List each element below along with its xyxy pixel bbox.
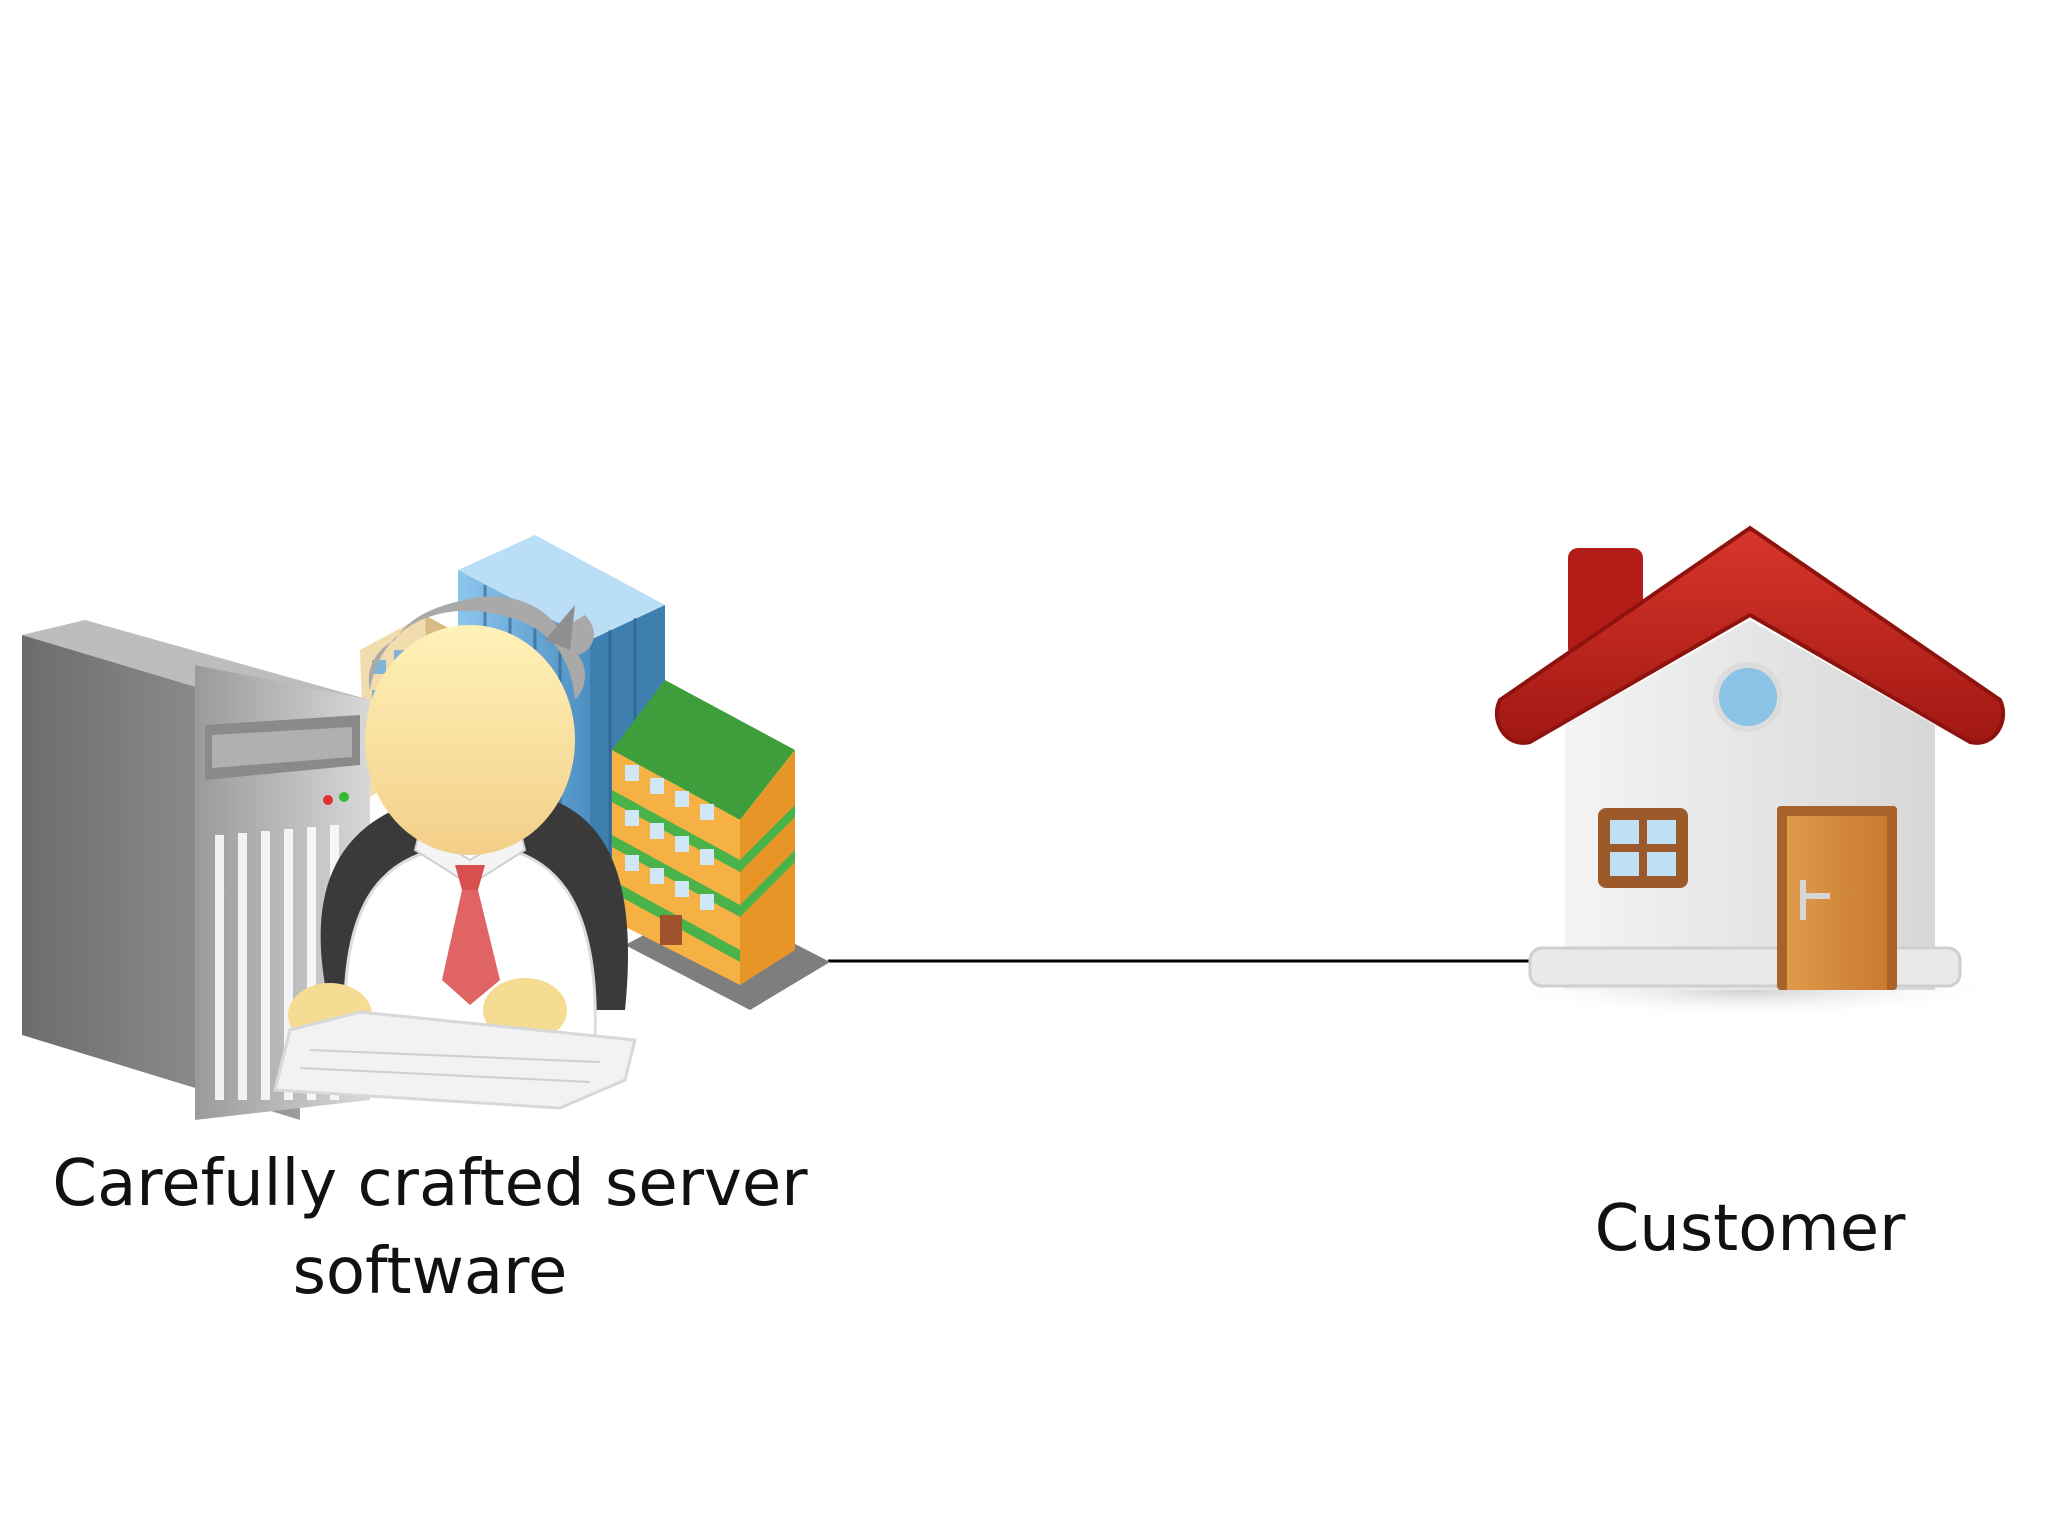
house-window-icon	[1598, 808, 1688, 888]
server-developer-buildings-icon	[22, 535, 830, 1120]
customer-label: Customer	[1594, 1192, 1906, 1266]
developer-person-icon	[273, 596, 637, 1110]
server-label-line2: software	[292, 1235, 568, 1309]
server-label: Carefully crafted server software	[30, 1140, 830, 1316]
server-label-line1: Carefully crafted server	[52, 1147, 808, 1221]
house-icon	[1494, 525, 2006, 1018]
keyboard-icon	[273, 1010, 637, 1110]
green-orange-building	[612, 680, 795, 985]
